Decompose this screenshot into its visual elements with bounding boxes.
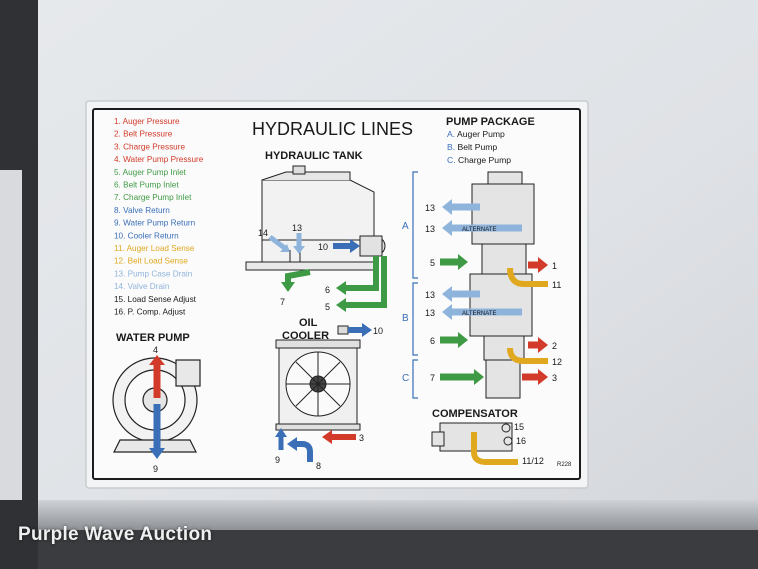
- pump-package-title: PUMP PACKAGE: [446, 116, 535, 128]
- line-legend: 1. Auger Pressure 2. Belt Pressure 3. Char…: [114, 117, 204, 317]
- oil-cooler-title-1: OIL: [299, 317, 318, 329]
- callout-6-tank: 6: [325, 285, 330, 295]
- frame-edge: [0, 170, 22, 500]
- callout-7-tank: 7: [280, 297, 285, 307]
- callout-10-tank: 10: [318, 242, 328, 252]
- callout-10-cooler: 10: [373, 326, 383, 336]
- legend-item: 3. Charge Pressure: [114, 142, 185, 151]
- legend-item: 14. Valve Drain: [114, 282, 170, 291]
- callout-14: 14: [258, 228, 268, 238]
- callout-13-a1: 13: [425, 203, 435, 213]
- pump-list: A. Auger Pump B. Belt Pump C. Charge Pump: [447, 129, 511, 165]
- pump-package-arrows: [440, 199, 548, 385]
- tank-title: HYDRAULIC TANK: [265, 150, 363, 162]
- callout-3-pump: 3: [552, 373, 557, 383]
- callout-3-cooler: 3: [359, 433, 364, 443]
- legend-item: 9. Water Pump Return: [114, 219, 196, 228]
- callout-9-pump: 9: [153, 464, 158, 474]
- callout-4: 4: [153, 345, 158, 355]
- legend-item: 7. Charge Pump Inlet: [114, 193, 192, 202]
- callout-13-b1: 13: [425, 290, 435, 300]
- callout-13-b2: 13: [425, 308, 435, 318]
- watermark-text: Purple Wave Auction: [18, 524, 213, 545]
- pump-list-item: A. Auger Pump: [447, 129, 505, 139]
- compensator-title: COMPENSATOR: [432, 408, 518, 420]
- section-letter-a: A: [402, 221, 409, 232]
- section-letter-b: B: [402, 313, 409, 324]
- callout-6-pump: 6: [430, 336, 435, 346]
- callout-1: 1: [552, 261, 557, 271]
- callout-15: 15: [514, 422, 524, 432]
- oil-cooler-title-2: COOLER: [282, 330, 329, 342]
- legend-item: 13. Pump Case Drain: [114, 269, 193, 278]
- alternate-label-b: ALTERNATE: [462, 311, 496, 317]
- callout-11-12: 11/12: [522, 456, 544, 466]
- alternate-labels: ALTERNATE ALTERNATE: [462, 227, 496, 317]
- callout-16: 16: [516, 436, 526, 446]
- legend-item: 8. Valve Return: [114, 206, 170, 215]
- oil-cooler-drawing: [275, 325, 361, 431]
- callout-13-a2: 13: [425, 224, 435, 234]
- part-number: R228: [557, 462, 572, 468]
- alternate-label-a: ALTERNATE: [462, 227, 496, 233]
- callout-8: 8: [316, 461, 321, 471]
- decal-title: HYDRAULIC LINES: [252, 119, 413, 139]
- pump-list-item: B. Belt Pump: [447, 142, 497, 152]
- undercarriage: [38, 530, 758, 569]
- tank-arrows: [268, 233, 387, 312]
- hydraulic-decal: HYDRAULIC LINES HYDRAULIC TANK WATER PUM…: [85, 100, 589, 489]
- cooler-arrows: [275, 323, 372, 462]
- callout-2: 2: [552, 341, 557, 351]
- legend-item: 15. Load Sense Adjust: [114, 295, 197, 304]
- legend-item: 10. Cooler Return: [114, 231, 179, 240]
- callout-12: 12: [552, 357, 562, 367]
- legend-item: 2. Belt Pressure: [114, 130, 173, 139]
- legend-item: 6. Belt Pump Inlet: [114, 181, 179, 190]
- callout-9-cooler: 9: [275, 455, 280, 465]
- callout-5-pump: 5: [430, 258, 435, 268]
- legend-item: 5. Auger Pump Inlet: [114, 168, 187, 177]
- callout-13-tank: 13: [292, 223, 302, 233]
- panel-bottom-edge: [38, 500, 758, 530]
- callout-5-tank: 5: [325, 302, 330, 312]
- pump-list-item: C. Charge Pump: [447, 155, 511, 165]
- callout-11: 11: [552, 280, 561, 290]
- legend-item: 1. Auger Pressure: [114, 117, 180, 126]
- callout-7-pump: 7: [430, 373, 435, 383]
- water-pump-title: WATER PUMP: [116, 332, 190, 344]
- section-brackets: [412, 171, 418, 399]
- water-pump-arrows: [149, 355, 165, 459]
- legend-item: 12. Belt Load Sense: [114, 257, 188, 266]
- section-letter-c: C: [402, 373, 409, 384]
- legend-item: 4. Water Pump Pressure: [114, 155, 204, 164]
- legend-item: 16. P. Comp. Adjust: [114, 308, 186, 317]
- compensator-arrows: [471, 432, 518, 465]
- legend-item: 11. Auger Load Sense: [114, 244, 195, 253]
- pump-package-drawing: [469, 171, 535, 399]
- water-pump-drawing: [112, 357, 201, 453]
